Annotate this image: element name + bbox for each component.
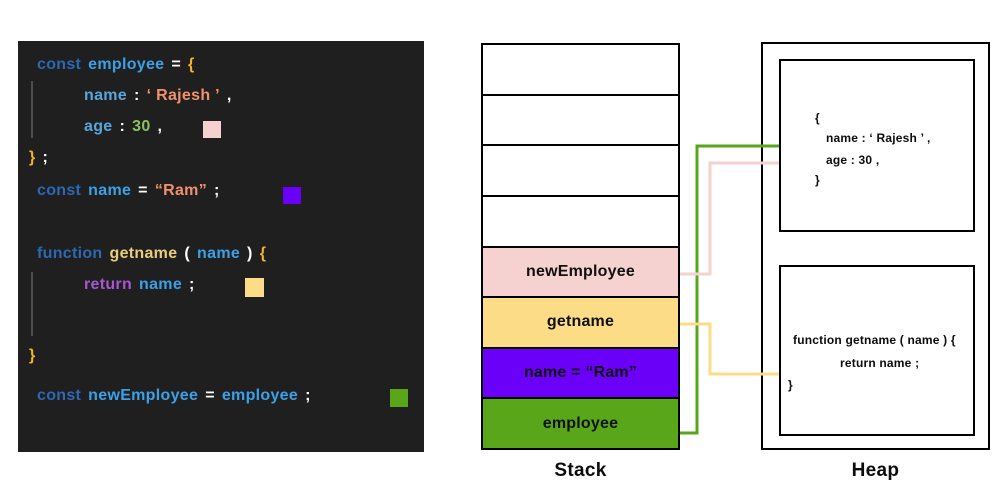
- close-brace: }: [29, 347, 36, 364]
- property-name: name: [84, 87, 127, 104]
- identifier-employee: employee: [88, 56, 165, 73]
- indent-guide: [31, 81, 33, 138]
- string-ram: “Ram”: [154, 182, 208, 199]
- heap-function-box: function getname ( name ) { return name …: [779, 265, 975, 436]
- yellow-square-icon: [245, 278, 264, 297]
- indent-guide: [31, 272, 33, 336]
- identifier-newemployee: newEmployee: [88, 387, 199, 404]
- stack-cell-empty: [483, 96, 678, 147]
- pink-square-icon: [203, 121, 221, 138]
- heap-object-name-line: name : ‘ Rajesh ’ ,: [826, 131, 931, 145]
- stack-cell-label: getname: [546, 313, 615, 331]
- stack-cell-label: newEmployee: [526, 262, 635, 280]
- equals-sign: =: [205, 387, 215, 404]
- keyword-return: return: [84, 276, 133, 293]
- comma: ,: [226, 87, 232, 104]
- code-line-age-property: age : 30 ,: [84, 118, 162, 136]
- open-brace: {: [259, 245, 267, 262]
- code-line-function-getname: function getname ( name ) {: [37, 245, 266, 263]
- stack-cell-empty: [483, 197, 678, 248]
- identifier-employee: employee: [221, 387, 299, 404]
- keyword-const: const: [37, 56, 82, 73]
- heap-object-open-brace: {: [815, 111, 820, 125]
- comma: ,: [157, 118, 163, 135]
- property-age: age: [84, 118, 113, 135]
- identifier-name: name: [88, 182, 132, 199]
- semicolon: ;: [305, 387, 311, 404]
- stack-cell-employee: employee: [483, 399, 678, 448]
- heap-object-age-line: age : 30 ,: [826, 153, 880, 167]
- string-rajesh: ‘ Rajesh ’: [146, 87, 220, 104]
- semicolon: ;: [214, 182, 220, 199]
- heap-object-close-brace: }: [815, 173, 820, 187]
- heap-function-body: return name ;: [840, 356, 920, 370]
- semicolon: ;: [189, 276, 195, 293]
- identifier-name: name: [139, 276, 183, 293]
- heap-object-box: { name : ‘ Rajesh ’ , age : 30 , }: [779, 59, 975, 232]
- colon: :: [134, 87, 140, 104]
- stack-title: Stack: [554, 460, 607, 481]
- code-line-close-function: }: [29, 347, 36, 365]
- green-square-icon: [390, 389, 408, 407]
- code-line-const-employee: const employee = {: [37, 56, 195, 74]
- stack-cell-name-ram: name = “Ram”: [483, 348, 678, 400]
- stack-cell-getname: getname: [483, 298, 678, 349]
- stack-cell-label: name = “Ram”: [523, 364, 638, 382]
- function-name-getname: getname: [109, 245, 178, 262]
- number-30: 30: [132, 118, 151, 135]
- stack-cell-empty: [483, 146, 678, 197]
- heap-container: { name : ‘ Rajesh ’ , age : 30 , } funct…: [761, 42, 990, 450]
- equals-sign: =: [138, 182, 148, 199]
- code-line-const-newemployee: const newEmployee = employee ;: [37, 387, 311, 405]
- open-paren: (: [184, 245, 191, 262]
- heap-title: Heap: [851, 460, 900, 481]
- purple-square-icon: [283, 187, 301, 204]
- code-line-const-name: const name = “Ram” ;: [37, 182, 220, 200]
- code-line-return: return name ;: [84, 276, 195, 294]
- keyword-const: const: [37, 182, 82, 199]
- heap-function-close-brace: }: [788, 378, 793, 392]
- semicolon: ;: [42, 149, 49, 166]
- heap-function-signature: function getname ( name ) {: [793, 333, 956, 347]
- code-line-name-property: name : ‘ Rajesh ’ ,: [84, 87, 232, 105]
- open-brace: {: [188, 56, 195, 73]
- stack-cell-label: employee: [542, 414, 619, 432]
- code-line-close-object: } ;: [29, 149, 48, 167]
- param-name: name: [197, 245, 241, 262]
- keyword-const: const: [37, 387, 82, 404]
- keyword-function: function: [37, 245, 103, 262]
- close-brace: }: [29, 149, 36, 166]
- equals-sign: =: [171, 56, 182, 73]
- code-editor-panel: const employee = { name : ‘ Rajesh ’ , a…: [18, 41, 424, 452]
- close-paren: ): [247, 245, 253, 262]
- stack-cell-newemployee: newEmployee: [483, 247, 678, 299]
- stack-cell-empty: [483, 45, 678, 96]
- stack-container: newEmployee getname name = “Ram” employe…: [481, 43, 680, 450]
- colon: :: [119, 118, 126, 135]
